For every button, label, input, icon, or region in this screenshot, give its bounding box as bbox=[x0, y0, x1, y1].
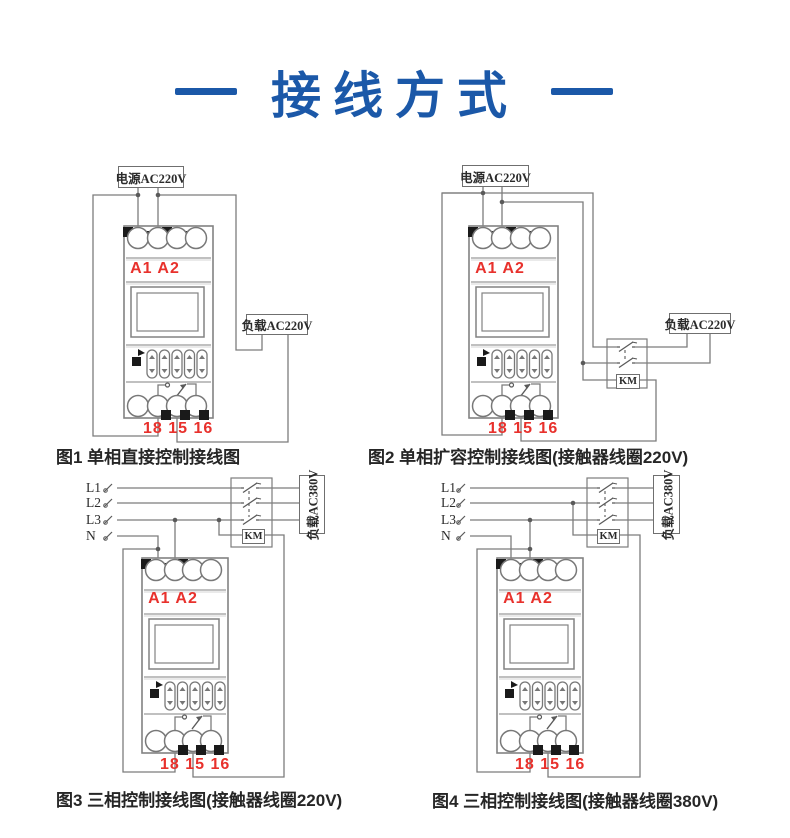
fig2-coil-terminal-label: A1 A2 bbox=[475, 260, 525, 277]
fig3-load-label-text: 负载AC380V bbox=[306, 469, 321, 540]
fig4-caption: 图4 三相控制接线图(接触器线圈380V) bbox=[432, 792, 719, 811]
fig4-timer-device bbox=[496, 557, 584, 755]
fig2-contactor-label: KM bbox=[616, 374, 640, 389]
fig1-load-label: 负载AC220V bbox=[242, 314, 312, 335]
fig4-phase-n: N bbox=[441, 528, 451, 543]
fig4-coil-terminal-label: A1 A2 bbox=[503, 590, 553, 607]
fig3-contactor bbox=[230, 477, 273, 548]
fig3-phase-n: N bbox=[86, 528, 96, 543]
fig4-wires bbox=[456, 483, 653, 778]
fig3-relay-terminal-label: 18 15 16 bbox=[160, 756, 231, 773]
fig2-caption: 图2 单相扩容控制接线图(接触器线圈220V) bbox=[368, 448, 689, 467]
fig2-relay-terminal-label: 18 15 16 bbox=[488, 420, 559, 437]
fig3-contactor-label: KM bbox=[242, 529, 265, 544]
fig3-coil-terminal-label: A1 A2 bbox=[148, 590, 198, 607]
fig2-timer-device bbox=[468, 225, 559, 420]
fig1-power-label: 电源AC220V bbox=[116, 166, 186, 188]
fig3-load-label: 负载AC380V bbox=[299, 469, 325, 540]
fig3-timer-device bbox=[141, 557, 229, 755]
fig4-load-label: 负载AC380V bbox=[653, 469, 680, 540]
fig2-power-label: 电源AC220V bbox=[460, 165, 531, 187]
fig4-relay-terminal-label: 18 15 16 bbox=[515, 756, 586, 773]
fig4-phase-l1: L1 bbox=[441, 480, 456, 495]
fig4-contactor bbox=[586, 477, 629, 548]
title-dash-right bbox=[551, 88, 613, 95]
page-title: 接线方式 bbox=[271, 68, 519, 124]
fig1-coil-terminal-label: A1 A2 bbox=[130, 260, 180, 277]
fig2-load-label: 负载AC220V bbox=[665, 313, 735, 334]
fig4-load-label-text: 负载AC380V bbox=[661, 469, 675, 540]
fig3-phase-l1: L1 bbox=[86, 480, 101, 495]
fig4-contactor-label: KM bbox=[597, 529, 620, 544]
fig3-caption: 图3 三相控制接线图(接触器线圈220V) bbox=[56, 791, 343, 810]
fig1-caption: 图1 单相直接控制接线图 bbox=[56, 448, 241, 467]
fig3-phase-l3: L3 bbox=[86, 512, 101, 527]
title-dash-left bbox=[175, 88, 237, 95]
fig3-wires bbox=[103, 483, 299, 778]
fig1-wires bbox=[92, 186, 289, 443]
fig4-phase-l2: L2 bbox=[441, 495, 456, 510]
fig4-phase-l3: L3 bbox=[441, 512, 456, 527]
fig1-timer-device bbox=[123, 225, 214, 420]
fig3-phase-l2: L2 bbox=[86, 495, 101, 510]
fig2-wires bbox=[441, 186, 711, 442]
fig1-relay-terminal-label: 18 15 16 bbox=[143, 420, 214, 437]
